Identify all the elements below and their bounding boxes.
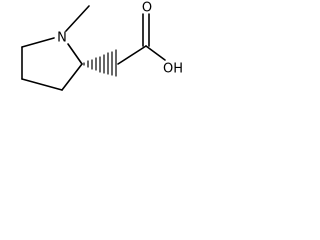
ch2-carbonyl-bond [117,45,147,65]
ring-bond-c2-c3 [61,63,83,91]
carbonyl-oxygen-label: O [142,1,152,16]
molecular-structure: N O OH [21,1,183,91]
hydroxyl-label: OH [163,62,183,77]
stereo-hash-bond [83,49,117,77]
c-oh-bond [145,45,166,61]
ring-bond-n-c2 [67,43,83,65]
n-methyl-bond [65,5,90,32]
ring-bond-c5-n [21,37,55,48]
nitrogen-label: N [57,31,67,46]
ring-bond-c3-c4 [21,78,63,91]
